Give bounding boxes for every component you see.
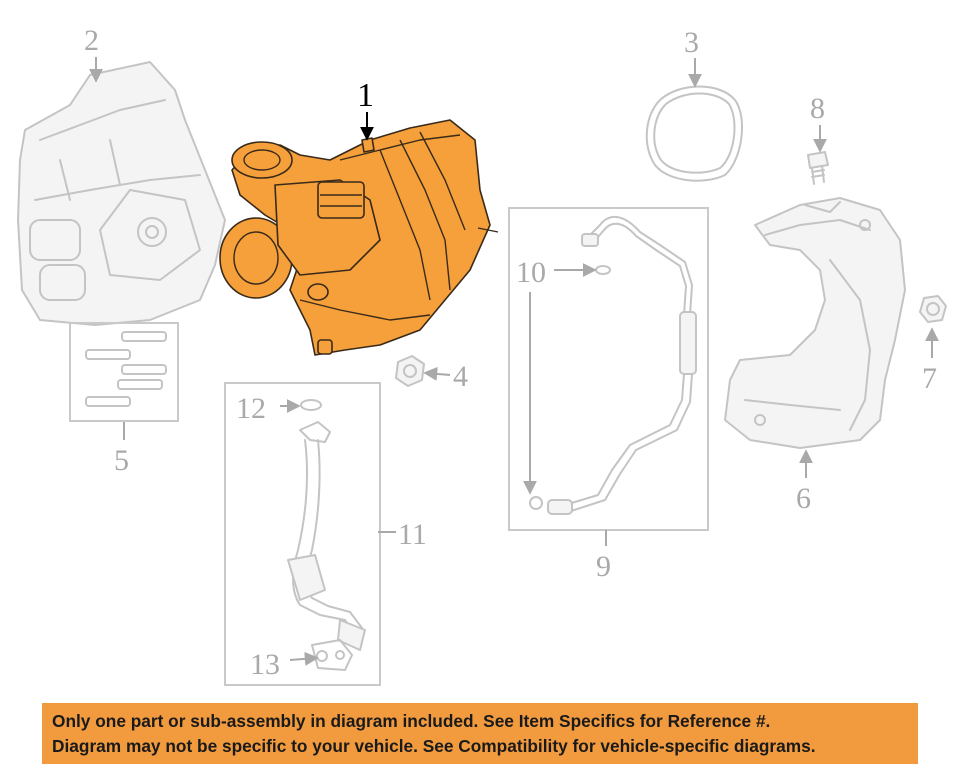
turbo-heat-shield-part-6 bbox=[724, 197, 906, 449]
oil-feed-line-part-9 bbox=[508, 207, 709, 531]
callout-4: 4 bbox=[453, 360, 468, 393]
nut-part-4 bbox=[395, 355, 425, 387]
heat-shield-part-2 bbox=[17, 61, 226, 326]
disclaimer-line-2: Diagram may not be specific to your vehi… bbox=[52, 736, 816, 756]
callout-3: 3 bbox=[684, 26, 699, 59]
leader-arrows bbox=[89, 57, 939, 666]
callout-13: 13 bbox=[250, 648, 280, 681]
callout-10: 10 bbox=[516, 256, 546, 289]
callout-2: 2 bbox=[84, 24, 99, 57]
callout-5: 5 bbox=[114, 444, 129, 477]
callout-12: 12 bbox=[236, 392, 266, 425]
callout-6: 6 bbox=[796, 482, 811, 515]
studs-part-5 bbox=[69, 322, 179, 422]
turbocharger-part-1 bbox=[219, 119, 499, 356]
callout-1: 1 bbox=[357, 77, 374, 114]
disclaimer-line-1: Only one part or sub-assembly in diagram… bbox=[52, 711, 771, 731]
callout-7: 7 bbox=[922, 362, 937, 395]
disclaimer-banner: Only one part or sub-assembly in diagram… bbox=[42, 703, 918, 764]
oil-return-tube-part-11 bbox=[224, 382, 381, 686]
callout-9: 9 bbox=[596, 550, 611, 583]
callout-numbers: 2 1 3 8 4 7 5 6 10 9 12 11 13 bbox=[84, 24, 937, 681]
nut-part-7 bbox=[919, 295, 947, 323]
bolt-part-8 bbox=[807, 151, 829, 185]
parts-diagram: 2 1 3 8 4 7 5 6 10 9 12 11 13 bbox=[17, 24, 947, 686]
callout-11: 11 bbox=[398, 518, 427, 551]
callout-8: 8 bbox=[810, 92, 825, 125]
gasket-ring-part-3 bbox=[645, 85, 743, 182]
